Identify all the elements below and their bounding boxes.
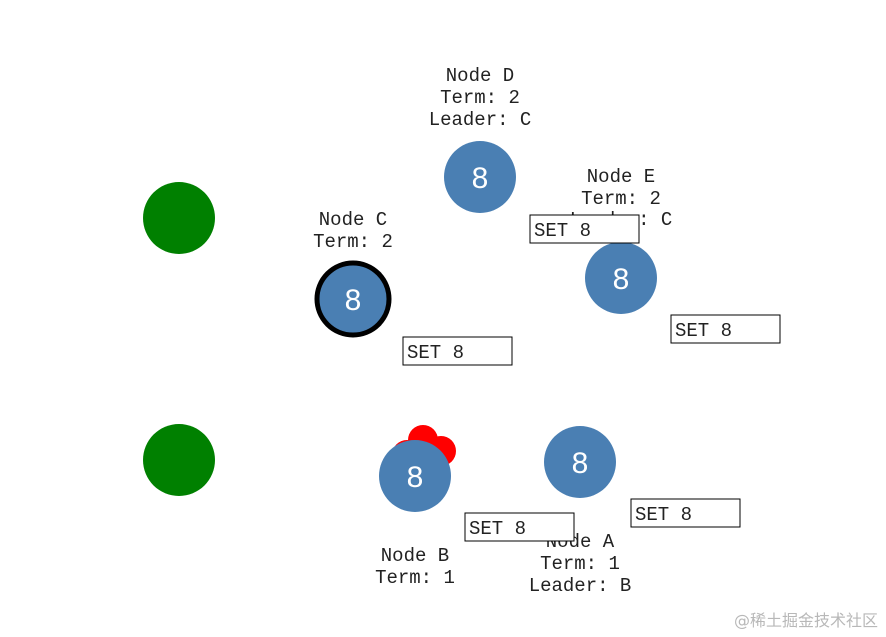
node-e-term: Term: 2 (581, 188, 661, 210)
message-label: SET 8 (635, 504, 692, 526)
node-d-circle (444, 141, 516, 213)
node-d-name: Node D (446, 65, 514, 87)
node-d-leader: Leader: C (429, 109, 532, 131)
node-c-value: 8 (345, 284, 362, 317)
message-label: SET 8 (534, 220, 591, 242)
node-a-value: 8 (572, 447, 589, 480)
message-label: SET 8 (407, 342, 464, 364)
node-c: Node C Term: 2 8 (313, 209, 393, 338)
node-e-name: Node E (587, 166, 655, 188)
node-b: 8 Node B Term: 1 (375, 425, 456, 589)
node-e-circle (585, 242, 657, 314)
message-box: SET 8 (630, 498, 741, 528)
node-a-term: Term: 1 (540, 553, 620, 575)
node-a-leader: Leader: B (529, 575, 632, 597)
node-c-term: Term: 2 (313, 231, 393, 253)
message-label: SET 8 (469, 518, 526, 540)
message-label: SET 8 (675, 320, 732, 342)
node-d-term: Term: 2 (440, 87, 520, 109)
node-a: 8 Node A Term: 1 Leader: B (529, 426, 632, 597)
message-box: SET 8 (529, 214, 640, 244)
node-b-name: Node B (381, 545, 449, 567)
message-box: SET 8 (464, 512, 575, 542)
node-c-leader-ring (314, 260, 392, 338)
message-box: SET 8 (402, 336, 513, 366)
node-b-circle (379, 440, 451, 512)
node-b-term: Term: 1 (375, 567, 455, 589)
watermark: @稀土掘金技术社区 (733, 611, 878, 630)
node-d-value: 8 (472, 162, 489, 195)
node-a-circle (544, 426, 616, 498)
node-d: Node D Term: 2 Leader: C 8 (429, 65, 532, 213)
node-c-name: Node C (319, 209, 387, 231)
client-2 (143, 424, 215, 496)
client-1 (143, 182, 215, 254)
node-e-value: 8 (613, 263, 630, 296)
message-box: SET 8 (670, 314, 781, 344)
node-b-value: 8 (407, 461, 424, 494)
